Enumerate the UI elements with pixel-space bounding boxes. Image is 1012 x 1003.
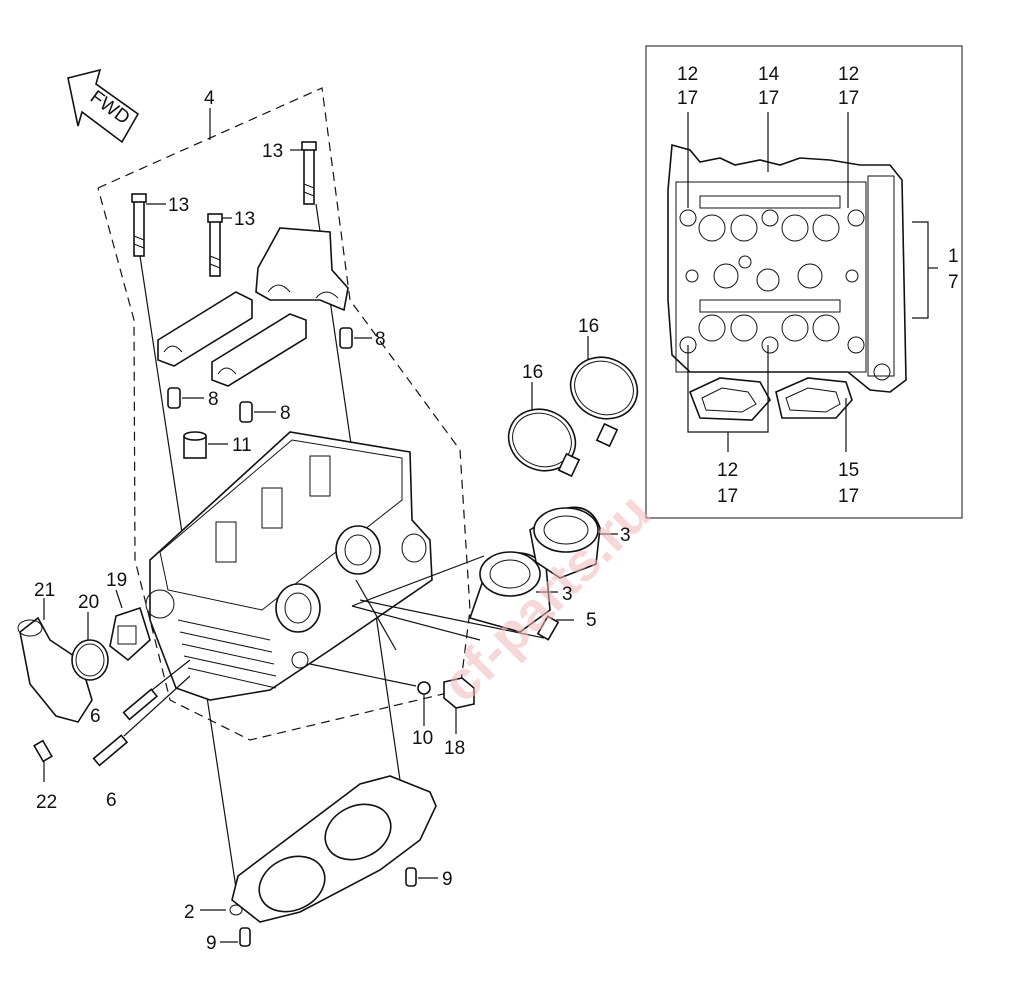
label-16-left: 16 [522,362,543,383]
label-13-top: 13 [262,141,283,162]
label-19: 19 [106,570,127,591]
cam-holders [157,227,349,387]
intake-manifolds [468,506,618,633]
label-1: 1 [948,246,959,267]
head-bolts [131,141,317,277]
label-5: 5 [586,610,597,631]
label-4: 4 [204,88,215,109]
thermostat-housing [17,606,151,763]
dowel-pins-9 [220,867,438,947]
head-gasket [229,775,437,923]
screw-5 [536,615,574,641]
label-21: 21 [34,580,55,601]
inset-leaders [687,112,938,452]
label-8-right: 8 [375,329,386,350]
hose-clamps [507,336,639,478]
label-17-top-middle: 17 [758,88,779,109]
studs-6 [92,659,191,767]
label-17-top-left: 17 [677,88,698,109]
oil-seal-11 [183,431,228,459]
label-11: 11 [232,435,252,456]
label-20: 20 [78,592,99,613]
cylinder-head [145,431,433,701]
label-7: 7 [948,272,959,293]
label-17-top-right: 17 [838,88,859,109]
temperature-sensor [417,677,475,734]
label-9-bottom: 9 [206,933,217,954]
label-17-bottom-left: 17 [717,486,738,507]
label-8-left: 8 [208,389,219,410]
detail-inset-frame [645,45,963,519]
label-12-bottom: 12 [717,460,738,481]
label-13-left: 13 [168,195,189,216]
label-10: 10 [412,728,433,749]
label-3-upper: 3 [620,525,631,546]
label-12-top-right: 12 [838,64,859,85]
label-9-right: 9 [442,869,453,890]
label-14: 14 [758,64,780,85]
cylinder-head-top-view [667,143,907,421]
label-18: 18 [444,738,465,759]
label-12-top-left: 12 [677,64,698,85]
label-13-middle: 13 [234,209,255,230]
label-6-lower: 6 [106,790,117,811]
label-6-upper: 6 [90,706,101,727]
label-8-middle: 8 [280,403,291,424]
label-22: 22 [36,792,57,813]
dowel-pins-8 [167,327,353,423]
label-17-bottom-right: 17 [838,486,859,507]
label-15: 15 [838,460,859,481]
forward-direction-arrow-icon: FWD [67,68,140,144]
callout-labels: 1 7 2 3 3 4 5 6 6 8 8 8 9 9 10 11 12 17 … [34,64,959,954]
label-2: 2 [184,902,195,923]
label-16-right: 16 [578,316,599,337]
label-3-lower: 3 [562,584,573,605]
